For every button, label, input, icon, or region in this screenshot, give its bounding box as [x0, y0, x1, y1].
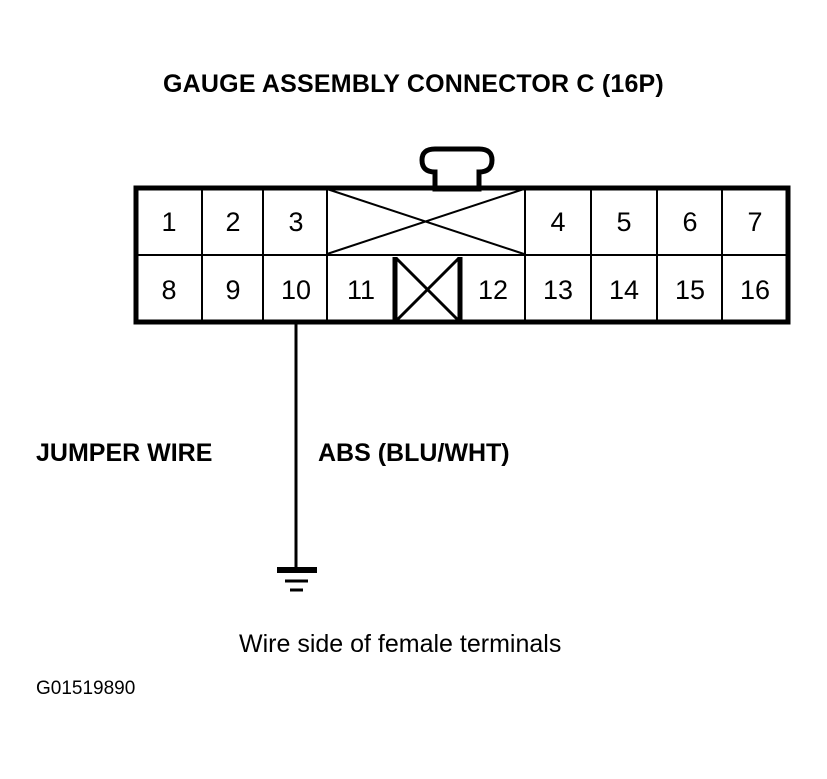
- pin-label-2: 2: [225, 207, 240, 237]
- pin-label-10: 10: [281, 275, 311, 305]
- ground-symbol-icon: [277, 567, 317, 592]
- pin-label-13: 13: [543, 275, 573, 305]
- bottom-row-pin-numbers: 8 9 10 11 12 13 14 15 16: [161, 275, 770, 305]
- abs-circuit-label: ABS (BLU/WHT): [318, 439, 510, 467]
- pin-label-5: 5: [616, 207, 631, 237]
- top-row-dividers: [201, 188, 723, 255]
- pin-label-1: 1: [161, 207, 176, 237]
- pin-label-9: 9: [225, 275, 240, 305]
- figure-id-label: G01519890: [36, 678, 136, 699]
- pin-label-3: 3: [288, 207, 303, 237]
- pin-label-4: 4: [550, 207, 565, 237]
- pin-label-15: 15: [675, 275, 705, 305]
- pin-label-8: 8: [161, 275, 176, 305]
- pin-label-16: 16: [740, 275, 770, 305]
- pin-label-7: 7: [747, 207, 762, 237]
- locking-tab-icon: [419, 146, 495, 192]
- top-row-pin-numbers: 1 2 3 4 5 6 7: [161, 207, 762, 237]
- jumper-wire-label: JUMPER WIRE: [36, 439, 213, 467]
- page-title: GAUGE ASSEMBLY CONNECTOR C (16P): [163, 70, 664, 98]
- bottom-row-dividers: [201, 255, 723, 322]
- pin-label-11: 11: [347, 275, 375, 305]
- blank-cavity-cross-top: [326, 188, 525, 255]
- pin-label-6: 6: [682, 207, 697, 237]
- blank-cavity-cross-bottom: [392, 256, 463, 323]
- diagram-caption: Wire side of female terminals: [239, 630, 562, 658]
- pin-label-14: 14: [609, 275, 639, 305]
- pin-label-12: 12: [478, 275, 508, 305]
